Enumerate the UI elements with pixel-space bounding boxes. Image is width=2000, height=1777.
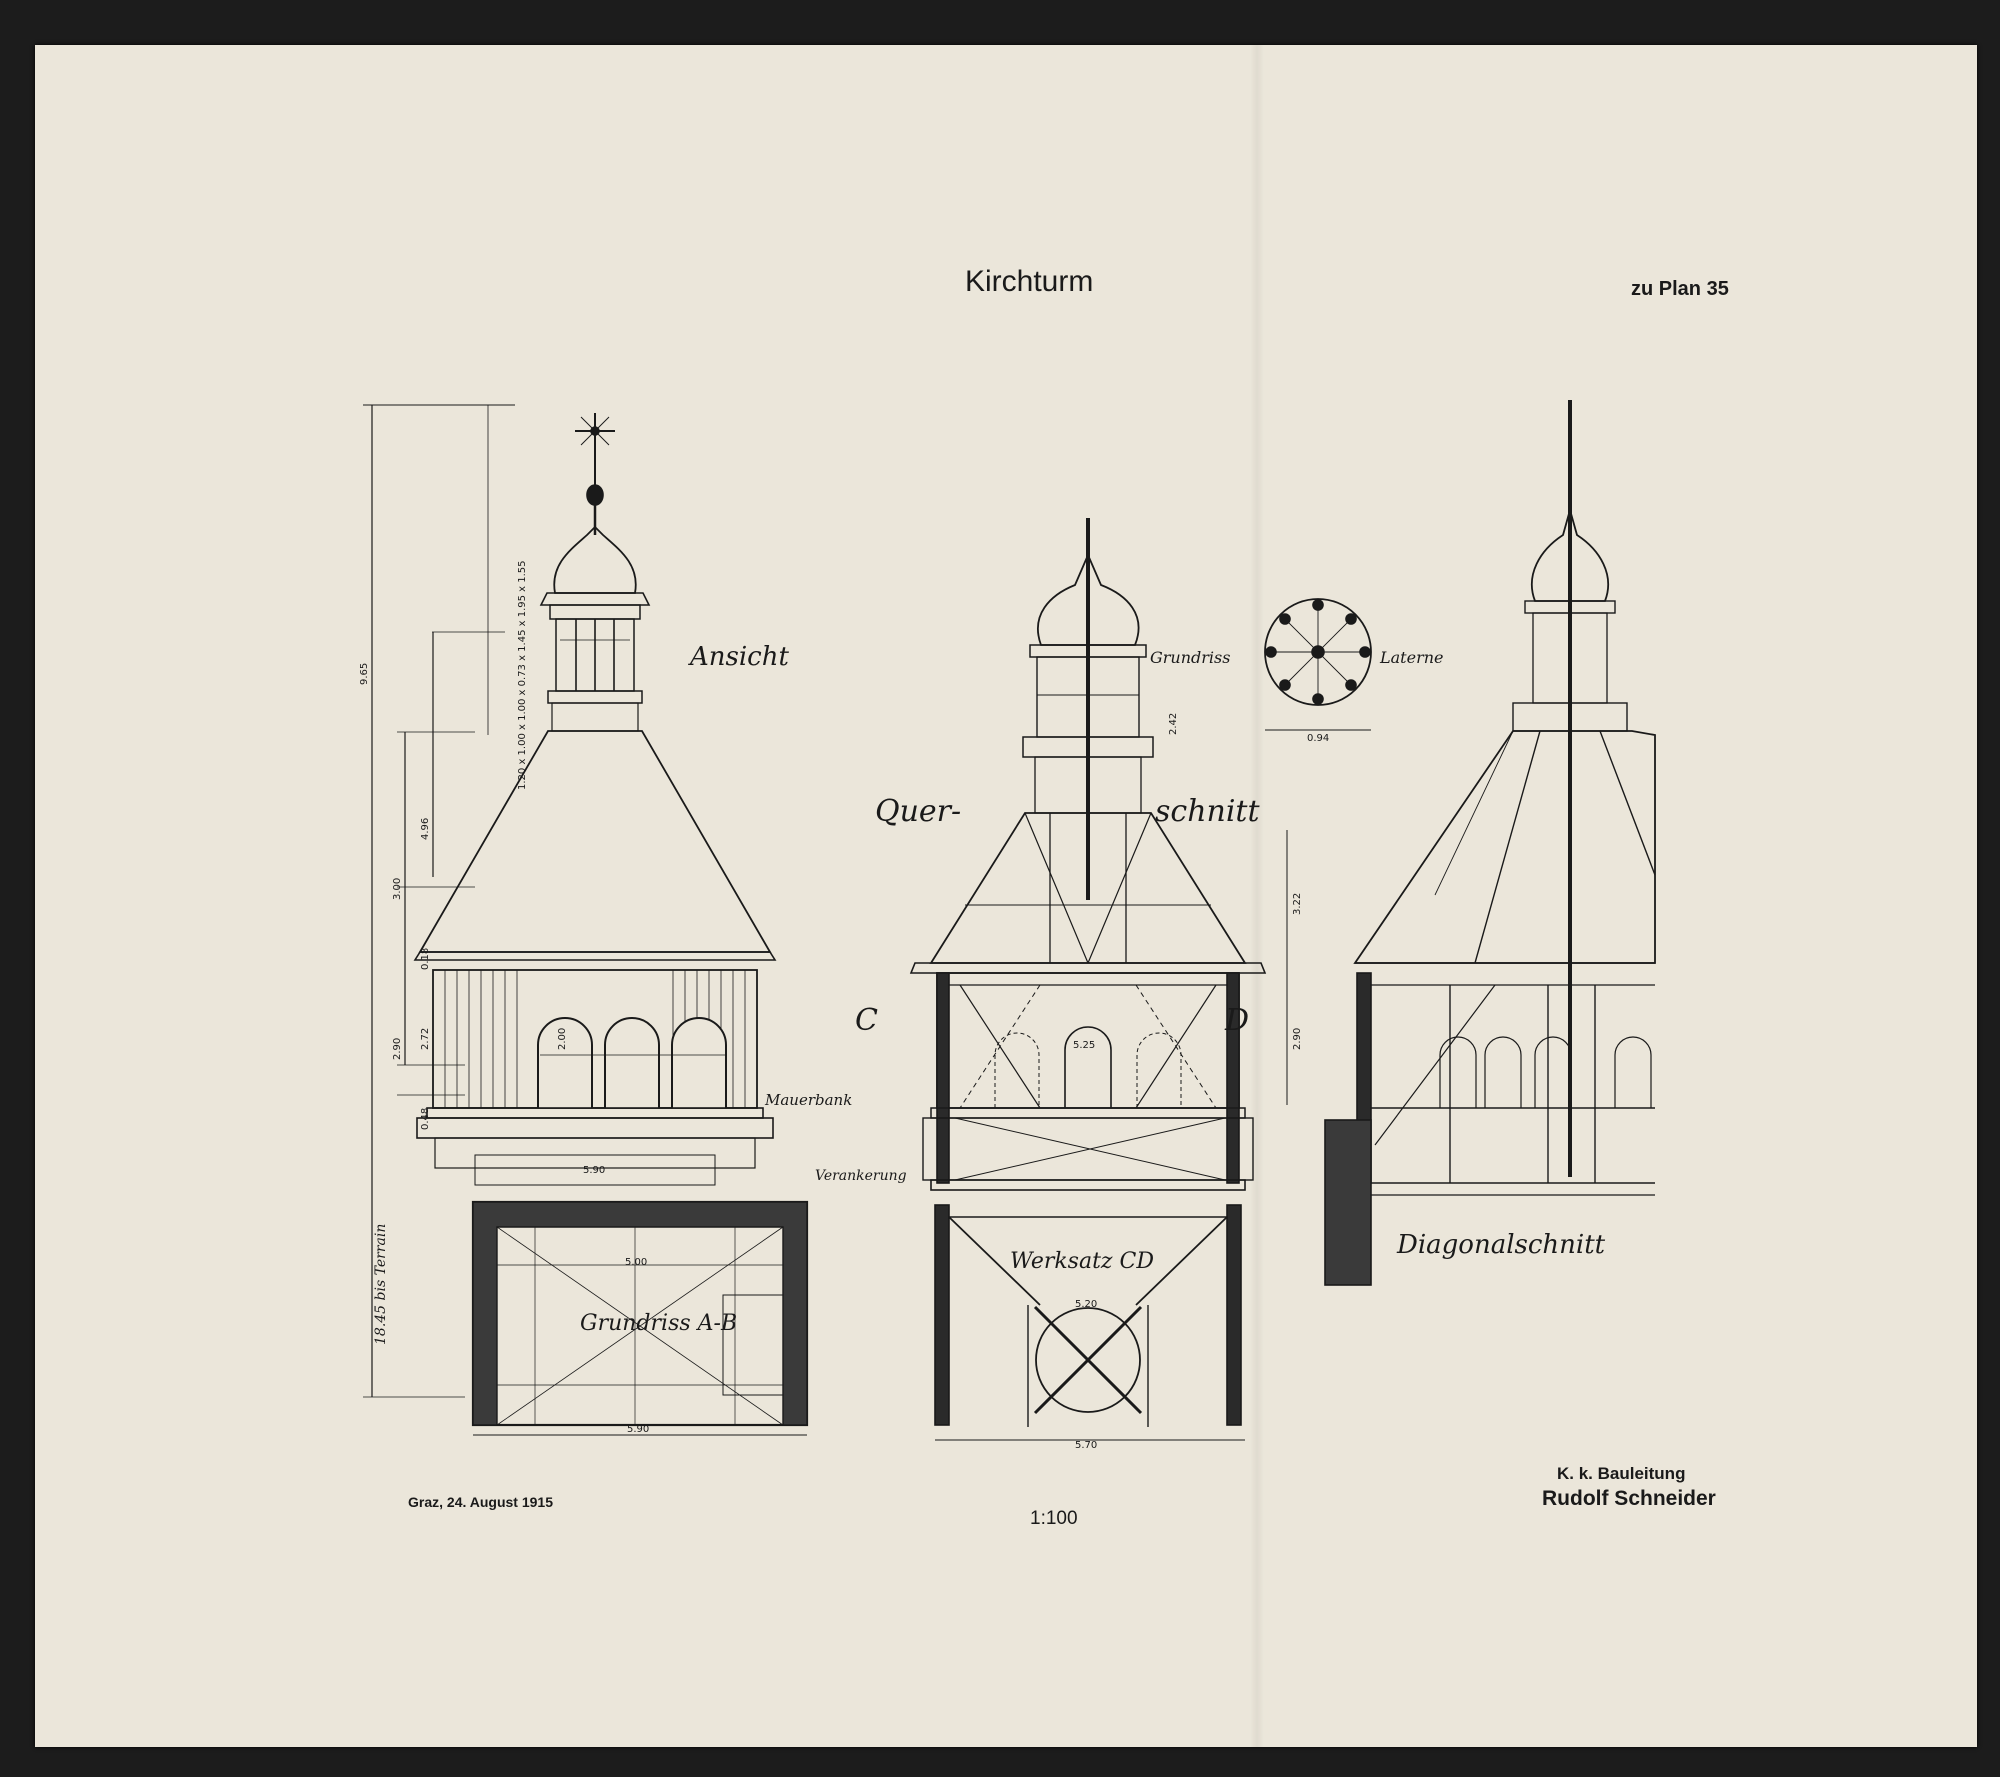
label-verankerung: Verankerung (815, 1168, 907, 1184)
lantern-plan (1264, 598, 1372, 731)
issuing-office: K. k. Bauleitung (1557, 1464, 1686, 1483)
dim-werksatz-diameter: 5.20 (1075, 1299, 1097, 1310)
dim-roof-total: 4.96 (420, 818, 431, 840)
terrain-note: 18.45 bis Terrain (373, 1224, 389, 1345)
dim-width-plan: 5.90 (627, 1424, 649, 1435)
dim-quer-lantern: 2.42 (1168, 713, 1179, 735)
dim-total-height: 9.65 (359, 663, 370, 685)
dim-base-course: 0.48 (420, 1108, 431, 1130)
signatory: Rudolf Schneider (1542, 1487, 1716, 1510)
marker-c: C (855, 1003, 878, 1038)
dim-eave: 0.18 (420, 948, 431, 970)
dim-width-elevation: 5.90 (583, 1165, 605, 1176)
label-diagonalschnitt: Diagonalschnitt (1396, 1230, 1606, 1260)
drawing-sheet: Ansicht Grundriss A-B Quer- schnitt Grun… (35, 45, 1977, 1747)
label-ansicht: Ansicht (688, 642, 789, 672)
label-schnitt: schnitt (1155, 794, 1260, 829)
dim-quer-roof: 3.22 (1292, 893, 1303, 915)
plan-reference: zu Plan 35 (1631, 278, 1729, 300)
dim-belfry-height: 2.90 (392, 1038, 403, 1060)
cross-section-view (909, 518, 1288, 1441)
dim-quer-belfry: 2.90 (1292, 1028, 1303, 1050)
label-grundriss-ab: Grundriss A-B (580, 1311, 737, 1336)
label-werksatz: Werksatz CD (1010, 1249, 1154, 1274)
elevation-view (363, 404, 809, 1436)
drawing-scale: 1:100 (1030, 1508, 1078, 1529)
dim-roof-rise: 3.00 (392, 878, 403, 900)
label-grundriss-laterne: Grundriss (1150, 648, 1230, 667)
place-date: Graz, 24. August 1915 (408, 1494, 553, 1510)
sheet-fold (1250, 45, 1264, 1747)
marker-d: D (1224, 1003, 1249, 1038)
sheet-title: Kirchturm (965, 265, 1094, 298)
dim-arch-height: 2.72 (420, 1028, 431, 1050)
label-mauerbank: Mauerbank (764, 1091, 852, 1109)
dim-arch-rise: 2.00 (557, 1028, 568, 1050)
dim-arch-span: 5.25 (1073, 1040, 1095, 1051)
dim-laterne-width: 0.94 (1307, 733, 1329, 744)
diagonal-section-view (1324, 400, 1656, 1286)
dim-width-section: 5.70 (1075, 1440, 1097, 1451)
label-laterne: Laterne (1379, 648, 1443, 667)
dim-timber-stack: 1.20 x 1.00 x 1.00 x 0.73 x 1.45 x 1.95 … (517, 560, 528, 790)
architectural-drawing: Ansicht Grundriss A-B Quer- schnitt Grun… (359, 400, 1656, 1451)
label-quer: Quer- (875, 794, 961, 829)
dim-plan-inner: 5.00 (625, 1257, 647, 1268)
